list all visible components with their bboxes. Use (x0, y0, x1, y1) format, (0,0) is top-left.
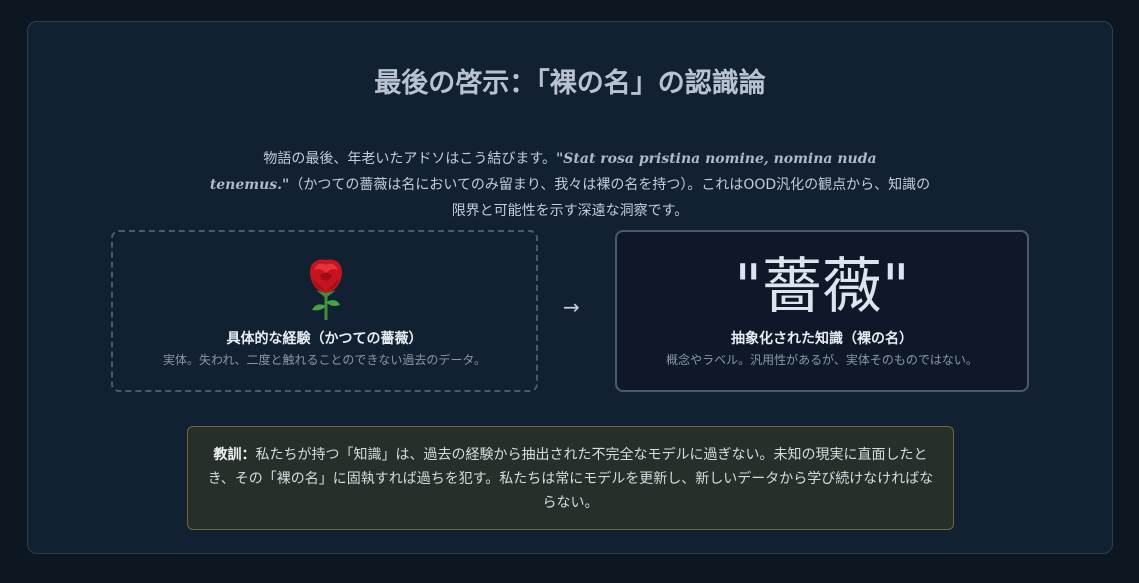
lesson-callout: 教訓：私たちが持つ「知識」は、過去の経験から抽出された不完全なモデルに過ぎない。… (187, 426, 954, 530)
latin-quote: "Stat rosa pristina nomine, nomina nuda … (209, 151, 877, 193)
abstract-knowledge-heading: 抽象化された知識（裸の名） (731, 331, 913, 347)
lesson-label: 教訓： (213, 447, 256, 463)
lesson-text: 私たちが持つ「知識」は、過去の経験から抽出された不完全なモデルに過ぎない。未知の… (207, 447, 934, 511)
intro-text-after: （かつての薔薇は名においてのみ留まり、我々は裸の名を持つ）。これはOOD汎化の観… (289, 177, 931, 219)
intro-paragraph: 物語の最後、年老いたアドソはこう結びます。"Stat rosa pristina… (28, 146, 1112, 224)
right-arrow-icon: → (563, 295, 580, 319)
page-title: 最後の啓示：「裸の名」の認識論 (374, 68, 766, 99)
concrete-experience-heading: 具体的な経験（かつての薔薇） (226, 331, 423, 347)
rose-icon (310, 259, 342, 320)
abstract-knowledge-card: "薔薇" 抽象化された知識（裸の名） 概念やラベル。汎用性があるが、実体そのもの… (615, 230, 1029, 392)
rose-word: "薔薇" (734, 252, 910, 322)
concrete-experience-card: 具体的な経験（かつての薔薇） 実体。失われ、二度と触れることのできない過去のデー… (111, 230, 538, 392)
abstract-knowledge-description: 概念やラベル。汎用性があるが、実体そのものではない。 (666, 353, 978, 367)
intro-text-before: 物語の最後、年老いたアドソはこう結びます。 (263, 151, 557, 167)
concrete-experience-description: 実体。失われ、二度と触れることのできない過去のデータ。 (162, 353, 487, 367)
